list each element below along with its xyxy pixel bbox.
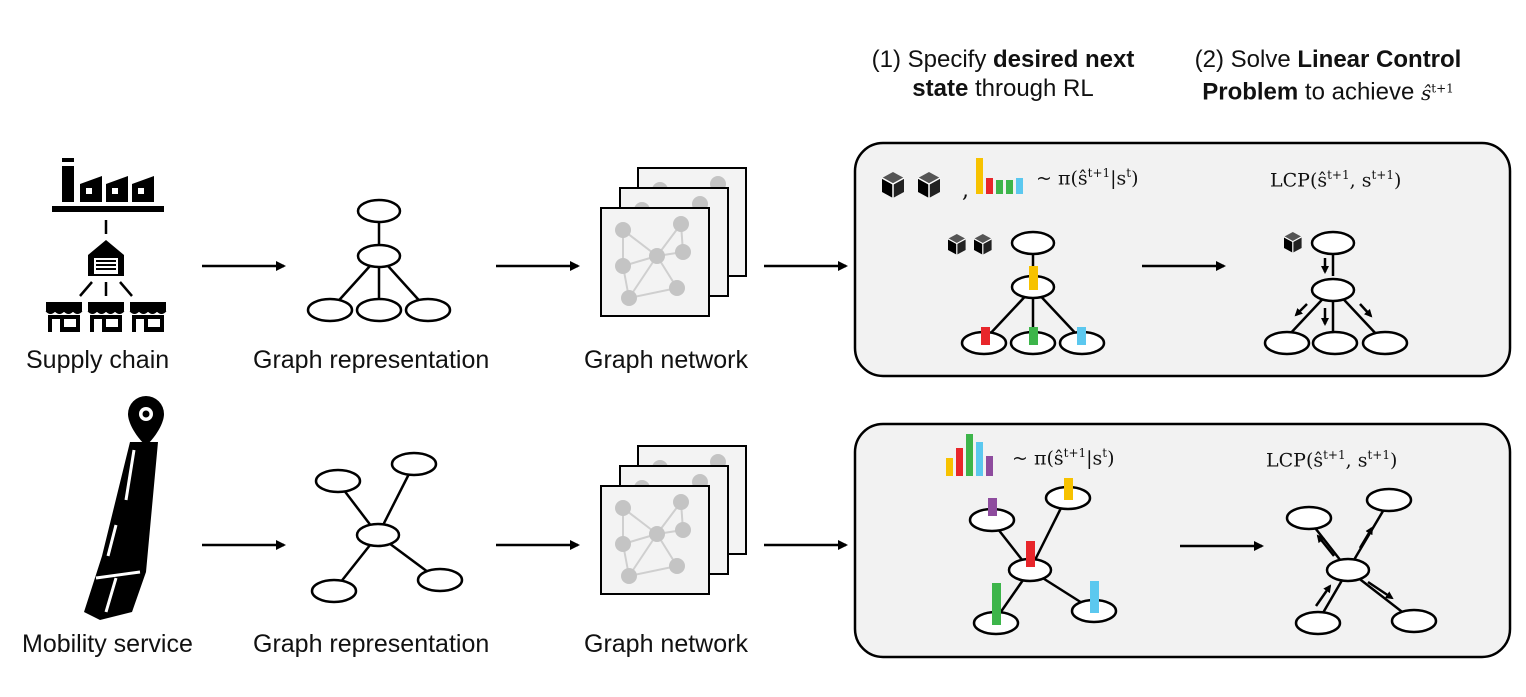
store-icon bbox=[87, 301, 125, 333]
store-icon bbox=[129, 301, 167, 333]
rl-lcp-panel bbox=[853, 422, 1512, 659]
comma: , bbox=[962, 178, 969, 203]
flow-arrows bbox=[1294, 258, 1373, 326]
store-icon bbox=[45, 301, 83, 333]
graph-tree bbox=[306, 198, 452, 323]
desired-state-bar bbox=[1029, 266, 1038, 290]
network-label: Graph network bbox=[584, 346, 748, 374]
road-icon bbox=[84, 442, 158, 620]
map-pin-icon bbox=[128, 396, 164, 446]
source-label: Supply chain bbox=[26, 346, 170, 374]
desired-state-bar bbox=[981, 327, 990, 345]
graph-star bbox=[310, 451, 464, 604]
step1-header: (1) Specify desired next state through R… bbox=[871, 46, 1135, 102]
policy-expression: ~ π(ŝt+1|st) bbox=[1036, 166, 1139, 190]
graph-label: Graph representation bbox=[253, 630, 490, 658]
s-hat-math: ŝt+1 bbox=[1421, 80, 1454, 105]
warehouse-branches bbox=[79, 281, 133, 297]
lcp-expression: LCP(ŝt+1, st+1) bbox=[1270, 168, 1402, 192]
graph-label: Graph representation bbox=[253, 346, 490, 374]
desired-state-bar bbox=[1026, 541, 1035, 567]
bar-chart-icon bbox=[976, 158, 1023, 194]
graph-network-stack bbox=[600, 167, 747, 317]
warehouse-icon bbox=[88, 240, 124, 276]
rl-lcp-panel bbox=[853, 141, 1512, 378]
lcp-graph bbox=[1263, 230, 1409, 356]
flow-arrows bbox=[1314, 526, 1394, 607]
graph-network-stack bbox=[600, 445, 747, 595]
desired-state-bar bbox=[992, 583, 1001, 625]
network-label: Graph network bbox=[584, 630, 748, 658]
bar-chart-icon bbox=[946, 434, 993, 476]
source-label: Mobility service bbox=[22, 630, 193, 658]
desired-state-bar bbox=[1077, 327, 1086, 345]
desired-state-bar bbox=[988, 498, 997, 516]
desired-state-bar bbox=[1029, 327, 1038, 345]
step2-header: (2) Solve Linear Control Problem to achi… bbox=[1194, 46, 1462, 106]
factory-icon bbox=[52, 158, 164, 212]
policy-expression: ~ π(ŝt+1|st) bbox=[1012, 446, 1115, 470]
desired-state-bar bbox=[1090, 581, 1099, 613]
lcp-expression: LCP(ŝt+1, st+1) bbox=[1266, 448, 1398, 472]
desired-state-bar bbox=[1064, 478, 1073, 500]
